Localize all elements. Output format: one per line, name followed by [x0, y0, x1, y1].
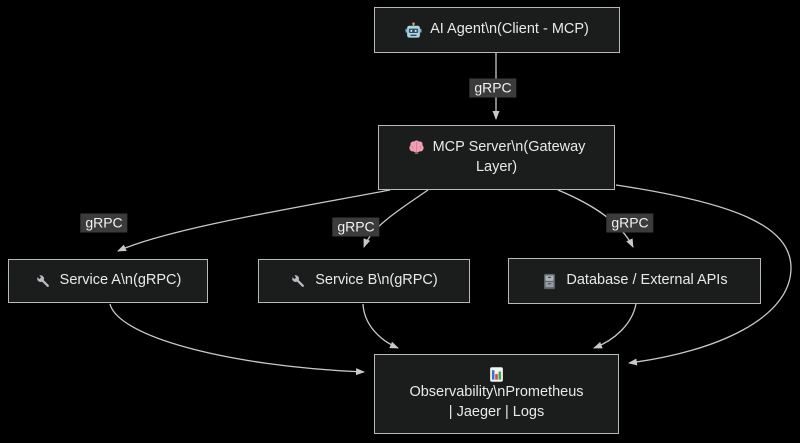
wrench-icon	[35, 273, 52, 290]
node-ai-agent: AI Agent\n(Client - MCP)	[374, 7, 620, 53]
node-mcp-server: MCP Server\n(Gateway Layer)	[378, 125, 615, 190]
node-label: Database / External APIs	[566, 272, 728, 289]
edge-mcp-to-service-b	[363, 189, 429, 248]
wrench-icon	[290, 273, 307, 290]
robot-icon	[405, 21, 422, 39]
node-service-b: Service B\n(gRPC)	[258, 259, 470, 303]
node-label: Service A\n(gRPC)	[59, 272, 182, 289]
node-database: Database / External APIs	[508, 258, 761, 304]
edge-label-grpc-service-b: gRPC	[332, 217, 380, 237]
edge-label-grpc-agent-mcp: gRPC	[469, 78, 517, 98]
node-observability: Observability\nPrometheus | Jaeger | Log…	[374, 354, 619, 434]
node-label-line-1: MCP Server\n(Gateway	[432, 139, 586, 156]
edge-mcp-to-observability	[615, 184, 792, 366]
brain-icon	[408, 139, 425, 156]
node-label-line-2: Layer)	[475, 158, 518, 175]
edge-service-b-to-observability	[362, 303, 399, 349]
node-label: AI Agent\n(Client - MCP)	[430, 21, 589, 38]
edge-mcp-to-database	[557, 189, 634, 248]
edge-label-grpc-service-a: gRPC	[80, 213, 128, 233]
file-cabinet-icon	[541, 273, 558, 290]
edge-database-to-observability	[593, 303, 637, 349]
node-label-line-1: Observability\nPrometheus	[409, 384, 584, 401]
edge-label-grpc-database: gRPC	[606, 213, 654, 233]
edge-mcp-to-service-a	[117, 189, 391, 252]
node-service-a: Service A\n(gRPC)	[8, 259, 208, 303]
edge-service-a-to-observability	[109, 303, 365, 376]
node-label: Service B\n(gRPC)	[315, 272, 438, 289]
node-label-line-2: | Jaeger | Logs	[448, 403, 545, 420]
bar-chart-icon	[488, 366, 505, 383]
